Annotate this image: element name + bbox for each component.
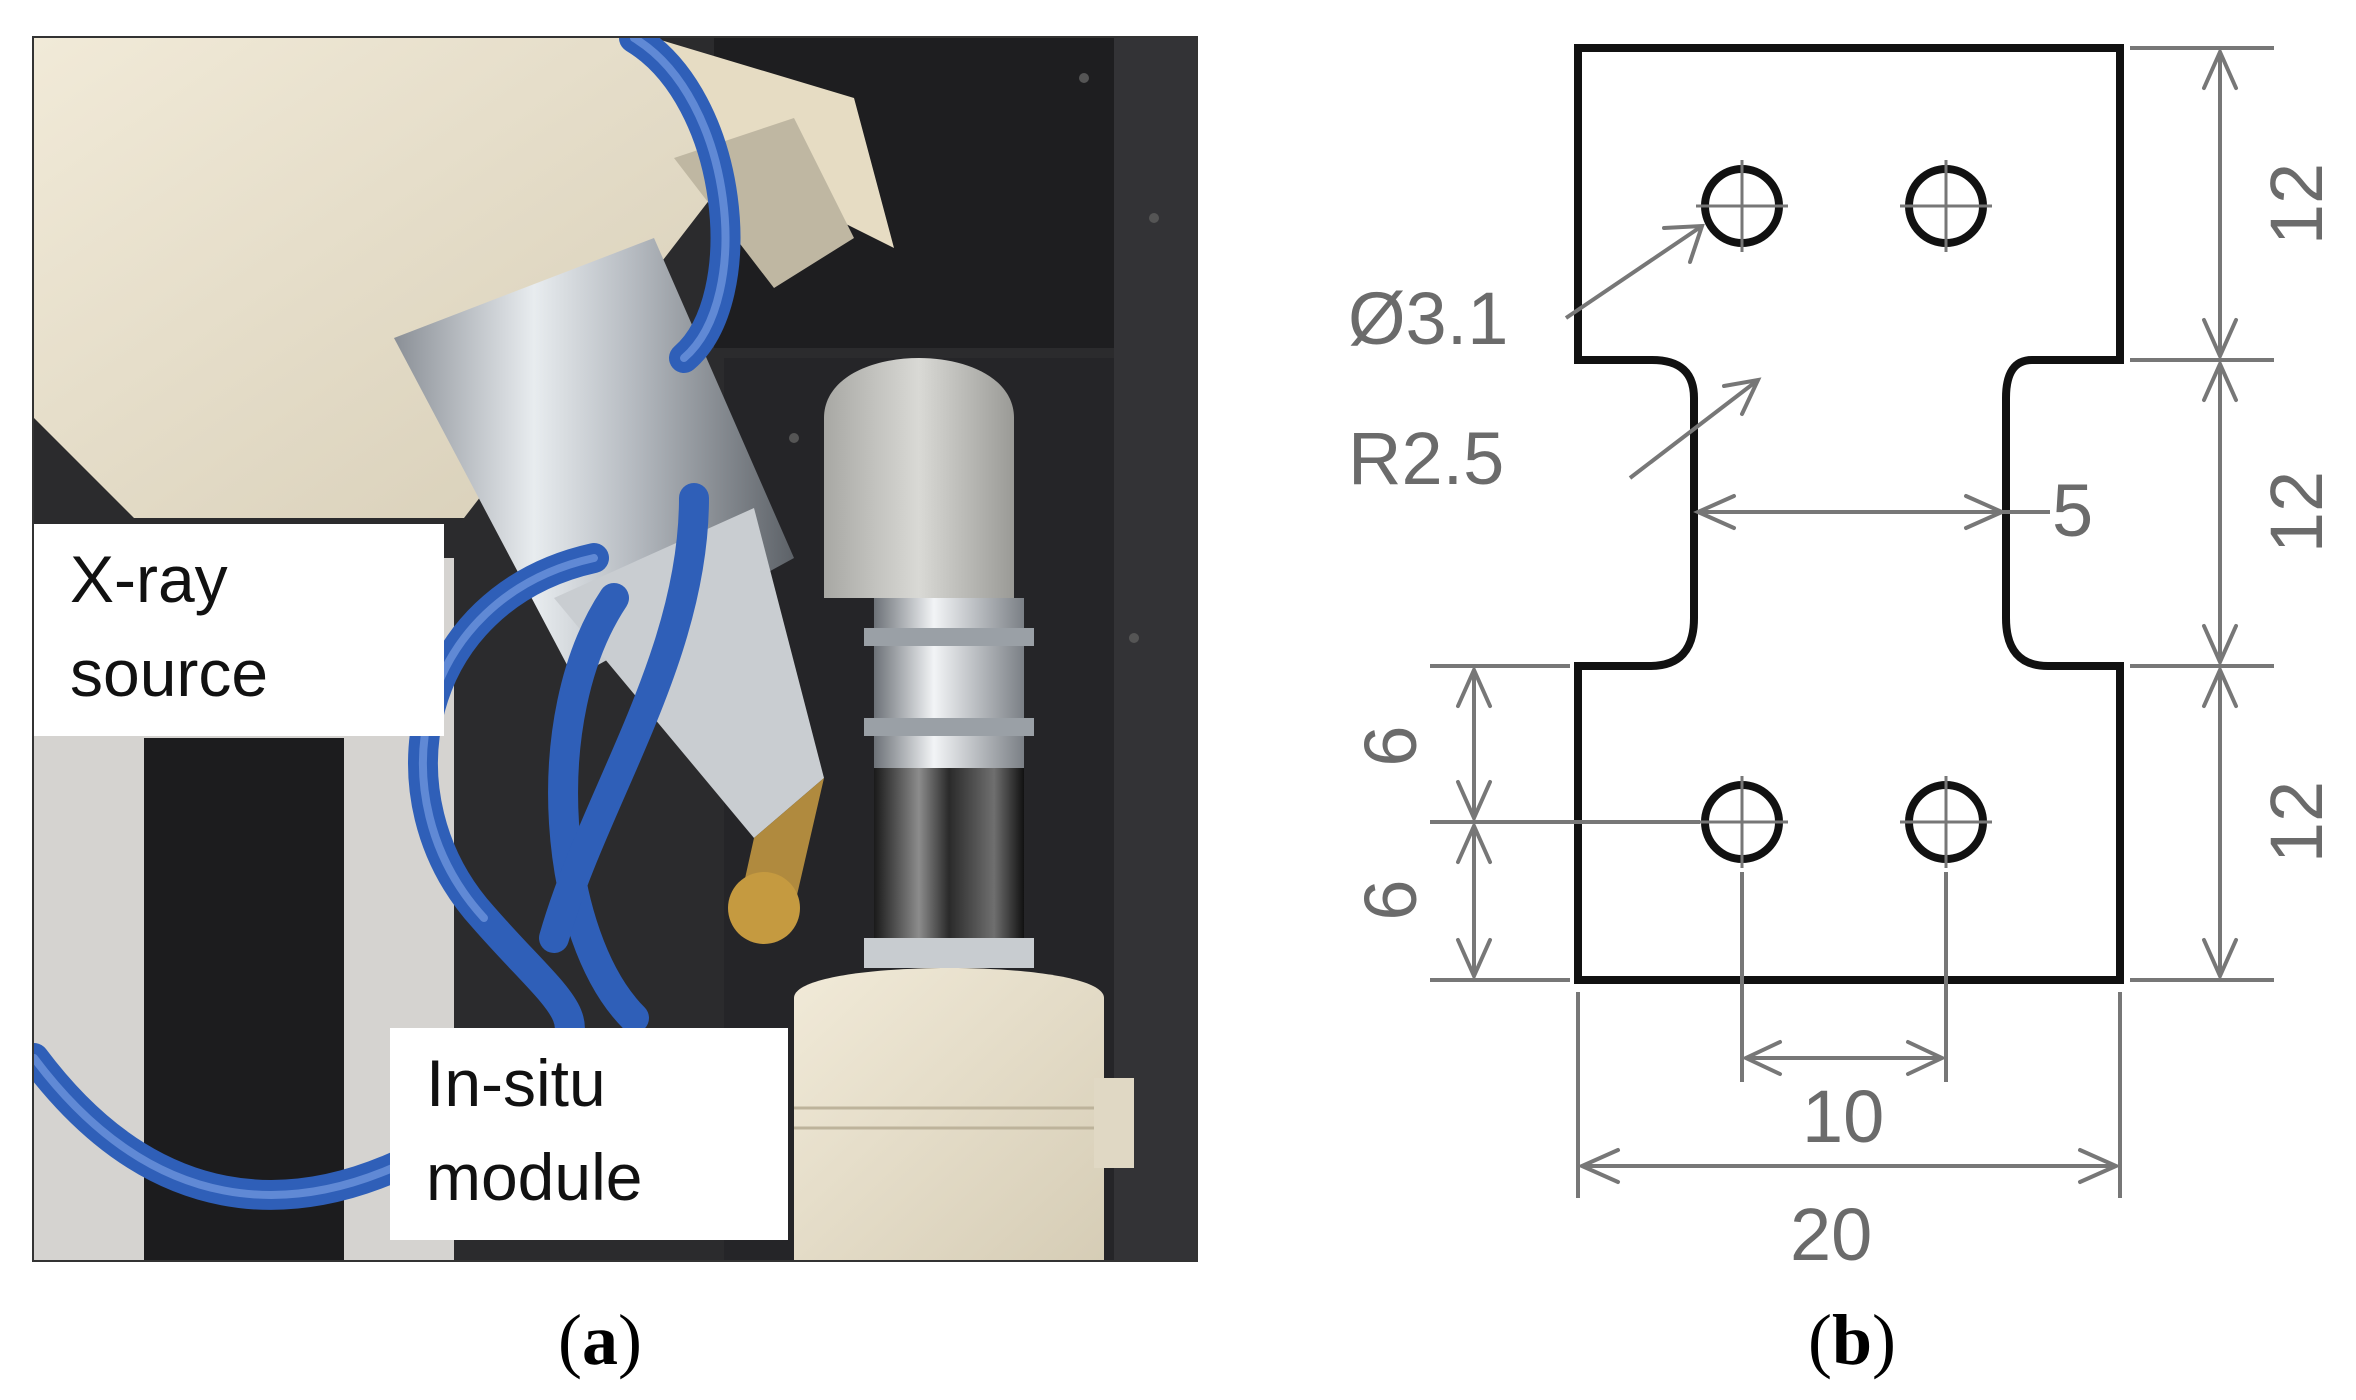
specimen-outline	[1574, 44, 2124, 984]
dimension-lines	[1430, 46, 2274, 1198]
specimen-drawing: Ø3.1 R2.5 5 10 20 12 12 12 6 6	[1348, 44, 2338, 1276]
dim-fillet-radius: R2.5	[1348, 417, 1504, 500]
caption-b-letter: b	[1831, 1300, 1873, 1380]
caption-b: (b)	[1807, 1300, 1896, 1380]
dim-hole-offset-upper: 6	[1349, 725, 1432, 766]
insitu-module-callout: In-situ module	[390, 1028, 788, 1240]
dim-gauge-width: 5	[2052, 469, 2093, 552]
dim-segment-bottom: 12	[2255, 781, 2338, 863]
xray-label-line2: source	[70, 636, 269, 710]
dim-hole-offset-lower: 6	[1349, 879, 1432, 920]
insitu-label-line2: module	[426, 1140, 643, 1214]
dim-hole-diameter: Ø3.1	[1348, 277, 1508, 360]
photo-panel-a: X-ray source In-situ module	[32, 36, 1198, 1262]
dim-segment-mid: 12	[2255, 471, 2338, 553]
caption-a-letter: a	[582, 1300, 618, 1380]
xray-source-callout: X-ray source	[34, 524, 444, 736]
dim-total-width: 20	[1790, 1193, 1872, 1276]
dim-hole-spacing: 10	[1802, 1075, 1884, 1158]
caption-a: (a)	[558, 1300, 642, 1380]
xray-label-line1: X-ray	[70, 542, 228, 616]
dim-segment-top: 12	[2255, 163, 2338, 245]
insitu-label-line1: In-situ	[426, 1046, 606, 1120]
